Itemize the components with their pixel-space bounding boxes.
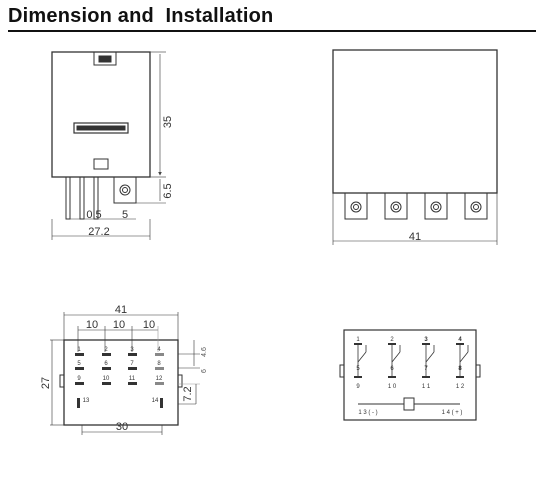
- dim-pitch-1: 10: [86, 319, 98, 331]
- dim-pitch-3: 10: [143, 319, 155, 331]
- front-pin: [79, 176, 85, 220]
- bottom-view: [50, 312, 200, 435]
- svg-text:14: 14: [152, 398, 159, 404]
- svg-text:1 1: 1 1: [422, 384, 431, 390]
- svg-text:10: 10: [103, 376, 110, 382]
- side-terminals: [344, 192, 488, 220]
- front-body: [51, 51, 151, 178]
- svg-text:7: 7: [424, 366, 428, 372]
- svg-text:4: 4: [458, 337, 462, 343]
- page-title: Dimension and Installation: [8, 5, 274, 27]
- coil-minus-label: 1 3 ( - ): [358, 410, 377, 416]
- svg-text:6: 6: [104, 361, 108, 367]
- svg-text:9: 9: [356, 384, 360, 390]
- front-top-latch: [93, 51, 117, 66]
- dim-35: 35: [162, 116, 174, 128]
- svg-text:9: 9: [77, 376, 81, 382]
- svg-text:1 2: 1 2: [456, 384, 465, 390]
- front-label-slot: [73, 122, 129, 134]
- svg-text:5: 5: [356, 366, 360, 372]
- dim-6-5: 6.5: [162, 183, 174, 198]
- svg-text:2: 2: [104, 347, 108, 353]
- dim-27: 27: [40, 377, 52, 389]
- svg-text:1: 1: [356, 337, 360, 343]
- svg-text:2: 2: [390, 337, 394, 343]
- front-pin: [65, 176, 71, 220]
- svg-text:12: 12: [156, 376, 163, 382]
- svg-text:3: 3: [130, 347, 134, 353]
- dim-7-2: 7.2: [182, 386, 194, 401]
- svg-text:7: 7: [130, 361, 134, 367]
- svg-text:3: 3: [424, 337, 428, 343]
- svg-text:1 0: 1 0: [388, 384, 397, 390]
- dim-41-side: 41: [409, 231, 421, 243]
- dim-5: 5: [122, 209, 128, 221]
- front-view: [51, 51, 166, 240]
- dim-27-2: 27.2: [88, 226, 109, 238]
- svg-text:13: 13: [83, 398, 90, 404]
- front-terminal-tab: [113, 176, 137, 204]
- svg-text:1: 1: [77, 347, 81, 353]
- title-underline: [8, 30, 536, 32]
- svg-text:5: 5: [77, 361, 81, 367]
- bottom-pins: [75, 353, 164, 408]
- schematic-labels: 1 2 3 4 5 6 7 8 9 1 0 1 1 1 2 1 3 ( - ) …: [356, 337, 465, 416]
- bottom-pin-labels: 1 2 3 4 5 6 7 8 9 10 11 12 13 14: [77, 347, 163, 404]
- side-view: [332, 49, 498, 245]
- schematic: [339, 329, 481, 421]
- coil-symbol: [403, 397, 415, 411]
- dim-6: 6: [201, 369, 208, 373]
- side-body: [332, 49, 498, 194]
- svg-text:11: 11: [129, 376, 136, 382]
- dim-4-6: 4.6: [201, 347, 208, 357]
- svg-text:8: 8: [157, 361, 161, 367]
- svg-text:8: 8: [458, 366, 462, 372]
- coil-plus-label: 1 4 ( + ): [442, 410, 463, 416]
- dim-30: 30: [116, 421, 128, 433]
- dim-pitch-2: 10: [113, 319, 125, 331]
- svg-text:6: 6: [390, 366, 394, 372]
- dim-0-5: 0.5: [86, 209, 101, 221]
- dim-41-bottom: 41: [115, 304, 127, 316]
- front-indicator: [93, 158, 109, 170]
- svg-text:4: 4: [157, 347, 161, 353]
